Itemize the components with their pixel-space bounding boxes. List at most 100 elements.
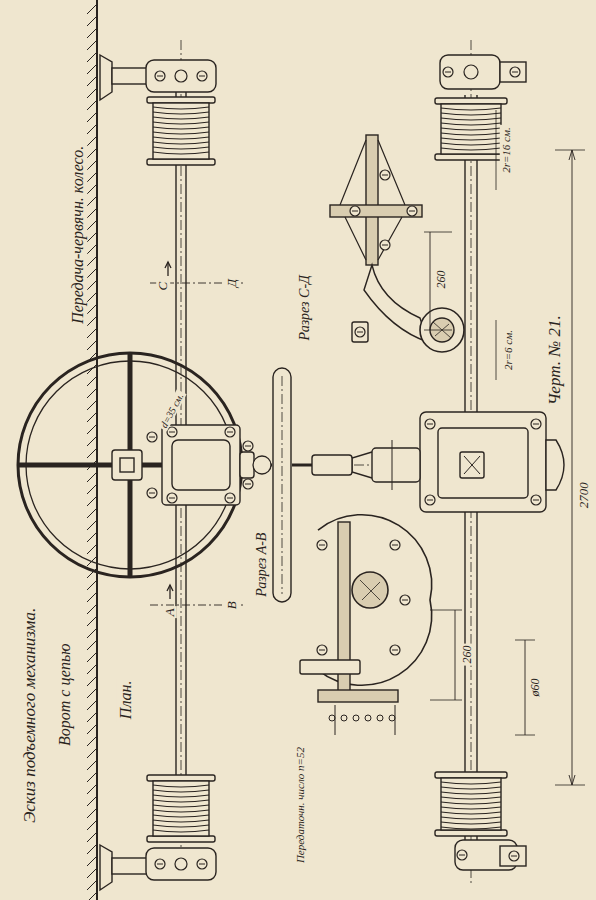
- ink-circle: [197, 71, 207, 81]
- ink-circle: [510, 67, 520, 77]
- ink-line: [87, 616, 97, 626]
- ink-rect: [330, 205, 422, 217]
- ink-circle: [155, 859, 165, 869]
- ink-line: [512, 72, 518, 73]
- ink-circle: [389, 715, 395, 721]
- section-title: Разрез C-Д: [297, 273, 312, 342]
- ink-path: [153, 147, 209, 149]
- ink-path: [340, 140, 405, 260]
- ink-line: [382, 175, 388, 176]
- ink-rect: [500, 846, 526, 866]
- ink-rect: [435, 772, 507, 778]
- ink-path: [441, 787, 501, 789]
- ink-line: [464, 456, 480, 474]
- ink-path: [352, 452, 372, 478]
- ink-circle: [18, 353, 242, 577]
- ink-path: [153, 137, 209, 139]
- ink-line: [149, 437, 155, 438]
- ink-line: [87, 256, 97, 266]
- ink-line: [533, 500, 539, 501]
- ink-line: [87, 472, 97, 482]
- ink-line: [87, 76, 97, 86]
- ink-line: [87, 148, 97, 158]
- ink-line: [87, 436, 97, 446]
- ink-line: [427, 500, 433, 501]
- ink-line: [87, 892, 97, 900]
- ink-circle: [464, 65, 478, 79]
- ink-line: [87, 604, 97, 614]
- ink-line: [87, 544, 97, 554]
- ink-circle: [167, 427, 177, 437]
- ink-line: [87, 124, 97, 134]
- gear-note: Передача-червячн. колесо.: [69, 144, 87, 326]
- ink-rect: [300, 660, 360, 674]
- ink-path: [441, 797, 501, 799]
- ink-circle: [175, 70, 187, 82]
- ink-circle: [390, 645, 400, 655]
- ink-path: [153, 127, 209, 129]
- ink-line: [319, 545, 325, 546]
- ink-rect: [366, 135, 378, 265]
- ink-circle: [329, 715, 335, 721]
- ink-line: [424, 330, 452, 331]
- ink-path: [153, 830, 209, 832]
- ink-line: [87, 796, 97, 806]
- ink-line: [87, 316, 97, 326]
- ink-path: [153, 800, 209, 802]
- ink-circle: [350, 206, 360, 216]
- ink-circle: [377, 715, 383, 721]
- ink-line: [87, 772, 97, 782]
- ink-line: [459, 855, 465, 856]
- ink-line: [87, 136, 97, 146]
- ink-path: [165, 262, 171, 268]
- ink-line: [245, 446, 251, 447]
- ink-line: [87, 532, 97, 542]
- ink-path: [153, 112, 209, 114]
- ink-circle: [425, 419, 435, 429]
- ink-line: [87, 748, 97, 758]
- ink-line: [525, 640, 526, 735]
- ink-line: [245, 484, 251, 485]
- ink-circle: [352, 572, 388, 608]
- ink-line: [87, 832, 97, 842]
- ink-rect: [146, 848, 216, 880]
- dimension-text: 260: [435, 269, 448, 291]
- ink-rect: [147, 97, 215, 103]
- ink-rect: [372, 448, 420, 482]
- ink-rect: [440, 55, 500, 89]
- drawing-caption: Черт. № 21.: [546, 313, 565, 407]
- ink-path: [441, 822, 501, 824]
- ink-line: [96, 0, 98, 900]
- ink-line: [87, 64, 97, 74]
- ink-circle: [509, 851, 519, 861]
- ink-path: [153, 795, 209, 797]
- ink-rect: [112, 450, 142, 480]
- ink-line: [87, 736, 97, 746]
- ink-rect: [240, 452, 254, 478]
- ink-path: [100, 55, 112, 100]
- ink-rect: [153, 781, 209, 836]
- ink-line: [227, 432, 233, 433]
- ink-line: [87, 196, 97, 206]
- ink-line: [87, 388, 97, 398]
- ink-rect: [312, 455, 352, 475]
- ink-line: [87, 676, 97, 686]
- ink-line: [362, 582, 380, 600]
- ink-path: [441, 108, 501, 110]
- ink-line: [292, 464, 312, 467]
- ink-line: [87, 496, 97, 506]
- ink-rect: [147, 775, 215, 781]
- ink-rect: [420, 412, 546, 512]
- ink-line: [352, 211, 358, 212]
- ink-path: [153, 790, 209, 792]
- ink-line: [87, 172, 97, 182]
- ink-path: [441, 782, 501, 784]
- ink-line: [360, 580, 380, 600]
- section-mark: Д: [225, 277, 239, 289]
- ink-rect: [441, 104, 501, 154]
- ink-line: [430, 610, 462, 611]
- ink-rect: [147, 159, 215, 165]
- view-name: План.: [116, 679, 134, 722]
- ink-rect: [460, 452, 484, 478]
- ink-line: [392, 650, 398, 651]
